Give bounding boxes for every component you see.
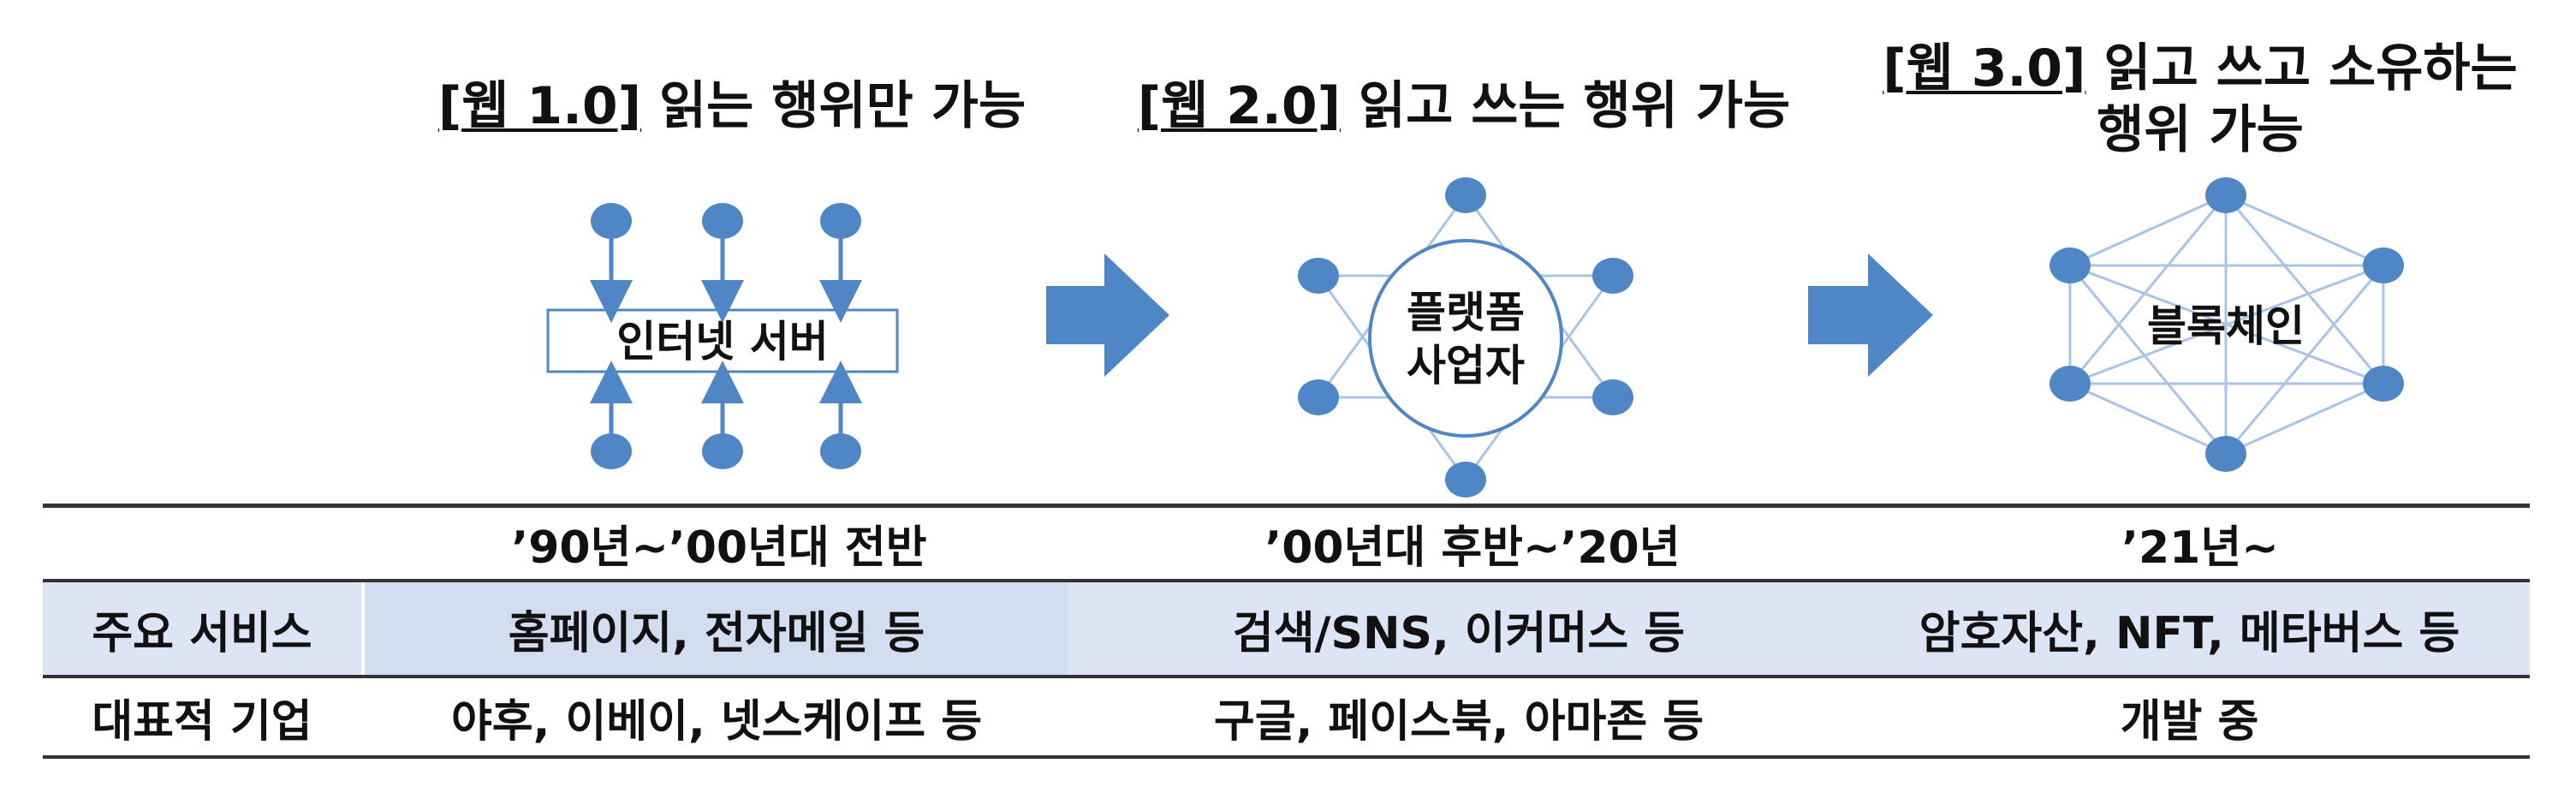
web3-companies: 개발 중 [2120, 695, 2259, 748]
web3-title-tag: [웹 3.0] [1883, 39, 2086, 98]
transition-arrow-1 [1046, 253, 1169, 377]
web1-top-nodes [590, 236, 862, 437]
companies-row-header: 대표적 기업 [92, 695, 312, 748]
web3-node [2049, 366, 2091, 402]
web1-node [591, 203, 632, 239]
web2-period: ’00년대 후반~’20년 [1264, 522, 1681, 574]
web3-node [2205, 177, 2246, 213]
web2-title-tag: [웹 2.0] [1137, 76, 1342, 136]
web1-services: 홈페이지, 전자메일 등 [365, 582, 1068, 675]
web1-title-tag: [웹 1.0] [437, 76, 642, 136]
period-row: ’90년~’00년대 전반 ’00년대 후반~’20년 ’21년~ [43, 508, 2530, 579]
services-row-header: 주요 서비스 [43, 582, 361, 675]
web1-node [820, 433, 861, 469]
web1-node [591, 433, 632, 469]
web3-node [2363, 366, 2404, 402]
blockchain-label: 블록체인 [2147, 301, 2305, 351]
web2-services: 검색/SNS, 이커머스 등 [1068, 582, 1849, 675]
web2-node [1592, 379, 1633, 415]
web3-title: [웹 3.0] 읽고 쓰고 소유하는 행위 가능 [1866, 38, 2534, 161]
web2-title: [웹 2.0] 읽고 쓰는 행위 가능 [1096, 75, 1832, 137]
web2-node [1298, 379, 1339, 415]
transition-arrow-2 [1808, 253, 1933, 377]
platform-operator-hub [1368, 239, 1563, 438]
table-rule-3 [43, 675, 2530, 678]
web1-node [702, 203, 743, 239]
web-evolution-diagrams: 인터넷 서버 플랫폼 사업자 [546, 177, 2404, 498]
web1-title-text: 읽는 행위만 가능 [641, 76, 1026, 136]
web3-title-line2: 행위 가능 [2097, 100, 2304, 160]
web2-title-text: 읽고 쓰는 행위 가능 [1341, 76, 1791, 136]
table-bottom-rule [43, 755, 2530, 759]
web2-node [1298, 258, 1339, 294]
web3-title-line1: [웹 3.0] 읽고 쓰고 소유하는 [1866, 38, 2534, 99]
web1-diagram: 인터넷 서버 [546, 203, 899, 469]
web1-node [702, 433, 743, 469]
web2-diagram: 플랫폼 사업자 [1298, 177, 1633, 498]
web1-period: ’90년~’00년대 전반 [511, 522, 927, 574]
web1-title: [웹 1.0] 읽는 행위만 가능 [368, 75, 1096, 137]
web3-node [2049, 247, 2091, 283]
web1-node [820, 203, 861, 239]
platform-label-line1: 플랫폼 [1407, 288, 1525, 337]
web2-companies: 구글, 페이스북, 아마존 등 [1213, 695, 1704, 748]
web2-node [1445, 462, 1486, 498]
table-rule-2 [43, 579, 2530, 582]
web3-period: ’21년~ [2121, 522, 2279, 574]
table-top-rule [43, 504, 2530, 508]
web1-companies: 야후, 이베이, 넷스케이프 등 [450, 695, 983, 748]
internet-server-label: 인터넷 서버 [616, 317, 828, 367]
services-row: 주요 서비스 홈페이지, 전자메일 등 검색/SNS, 이커머스 등 암호자산,… [43, 582, 2530, 675]
web3-mesh-edges [2068, 194, 2385, 456]
companies-row: 대표적 기업 야후, 이베이, 넷스케이프 등 구글, 페이스북, 아마존 등 … [43, 678, 2530, 755]
platform-label-line2: 사업자 [1407, 341, 1525, 391]
web2-node [1592, 258, 1633, 294]
web3-diagram: 블록체인 [2049, 177, 2404, 472]
web3-node [2363, 247, 2404, 283]
web3-node [2205, 436, 2246, 472]
web2-node [1445, 177, 1486, 213]
web3-title-text: 읽고 쓰고 소유하는 [2085, 39, 2518, 98]
web3-services: 암호자산, NFT, 메타버스 등 [1849, 582, 2530, 675]
